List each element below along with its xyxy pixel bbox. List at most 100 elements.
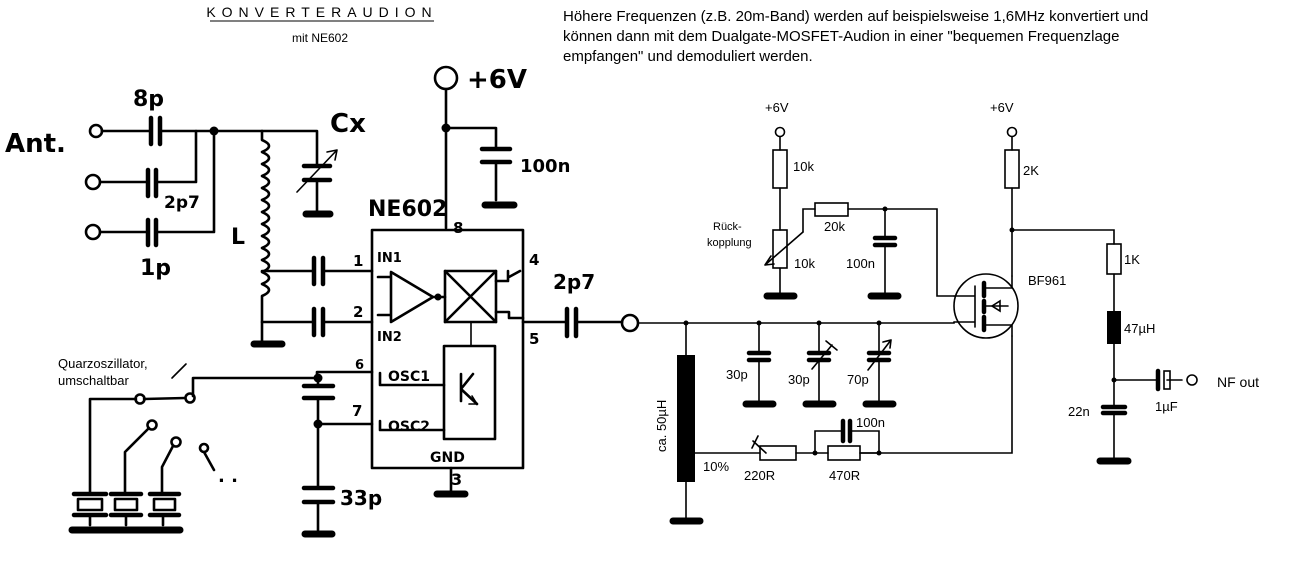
capacitor-33p [301, 485, 336, 505]
resistor-470r [827, 445, 861, 461]
inductor-47uh [1107, 311, 1121, 344]
wire-xtal-4 [202, 450, 216, 472]
wire-ant3 [98, 129, 216, 234]
trimmer-220r-arrow [751, 435, 767, 454]
supply-terminal-b [1006, 126, 1018, 138]
pin1-label: 1 [353, 252, 363, 270]
wire-c100n-top [444, 126, 498, 202]
wire-20k [802, 208, 955, 297]
mosfet-arrow [990, 299, 1001, 313]
r1k-label: 1K [1124, 252, 1140, 267]
mosfet-label: BF961 [1028, 273, 1066, 288]
resistor-10k-top [772, 149, 788, 189]
capacitor-22n [1100, 404, 1128, 416]
ic-amplifier [376, 270, 447, 324]
c100n-top-label: 100n [520, 156, 570, 177]
variable-70p-arrow [867, 339, 892, 371]
wire-cx [260, 129, 319, 214]
pin5-label: 5 [529, 330, 539, 348]
r220-label: 220R [744, 468, 775, 483]
pin4-label: 4 [529, 251, 539, 269]
l47-label: 47µH [1124, 321, 1155, 336]
capacitor-2p7-out [564, 306, 579, 339]
capacitor-70p [866, 350, 892, 363]
r2k-label: 2K [1023, 163, 1039, 178]
rueck-label-2: kopplung [707, 237, 752, 249]
title: KONVERTERAUDION [206, 4, 437, 20]
amplifier-output-dot [434, 293, 442, 301]
ic-ne602 [370, 228, 525, 470]
capacitor-1p [145, 217, 159, 248]
cx-arrow [296, 149, 338, 193]
c30p-b-label: 30p [788, 372, 810, 387]
potentiometer-10k [772, 229, 788, 269]
supply-terminal-big [433, 65, 459, 91]
coil-l-label: L [231, 225, 245, 250]
osc2-label: OSC2 [388, 419, 430, 435]
ant-label: Ant. [5, 129, 66, 159]
supply-terminal-a [774, 126, 786, 138]
capacitor-1uf-b [1163, 370, 1171, 390]
rueck-label-1: Rück- [713, 221, 742, 233]
wire-xtal-3 [160, 444, 175, 494]
c2p7-out-label: 2p7 [553, 270, 595, 294]
c33p-label: 33p [340, 486, 382, 510]
pin8-label: 8 [453, 219, 463, 237]
coil-l [260, 129, 271, 345]
quarz-pointer [171, 363, 187, 379]
r20k-label: 20k [824, 219, 845, 234]
switch-ellipsis: . . [218, 466, 238, 487]
wire-output-chain [1011, 229, 1115, 461]
quarz-label-1: Quarzoszillator, [58, 356, 148, 371]
c8p-label: 8p [133, 87, 164, 112]
capacitor-8p [148, 115, 163, 147]
r470-label: 470R [829, 468, 860, 483]
trimmer-220r [759, 445, 797, 461]
c30p-a-label: 30p [726, 367, 748, 382]
mosfet-gates [953, 285, 976, 328]
l50-label: ca. 50µH [654, 400, 669, 452]
capacitor-osc-fb [301, 383, 336, 401]
pot10k-label: 10k [794, 256, 815, 271]
ic-name: NE602 [368, 197, 447, 222]
c100n-low-label: 100n [856, 415, 885, 430]
c70p-label: 70p [847, 372, 869, 387]
wire-xtal-1 [88, 397, 138, 494]
in1-label: IN1 [377, 251, 402, 266]
ant-terminal-1 [88, 123, 104, 139]
switch-pos-3 [170, 436, 182, 448]
terminal-out [620, 313, 640, 333]
mixer-cross [443, 269, 498, 324]
wire-osc1 [191, 370, 374, 398]
osc-transistor-arrow [468, 395, 478, 405]
switch-lever [142, 396, 187, 401]
crystal-2 [108, 491, 144, 527]
plus6v-a-label: +6V [765, 100, 789, 115]
wire-osc2 [316, 422, 374, 532]
ant-terminal-3 [84, 223, 102, 241]
resistor-20k [814, 202, 849, 217]
cx-label: Cx [330, 109, 366, 139]
description-line-2: können dann mit dem Dualgate-MOSFET-Audi… [563, 28, 1119, 45]
in2-label: IN2 [377, 330, 402, 345]
crystal-3 [147, 491, 182, 527]
gnd-label: GND [430, 450, 465, 466]
mosfet-terminals [983, 275, 1013, 337]
resistor-1k [1106, 243, 1122, 275]
ant-terminal-2 [84, 173, 102, 191]
description-line-1: Höhere Frequenzen (z.B. 20m-Band) werden… [563, 8, 1148, 25]
c100n-mid-label: 100n [846, 256, 875, 271]
inductor-50uh [677, 355, 695, 482]
mosfet-bf961 [953, 273, 1019, 339]
subtitle: mit NE602 [292, 31, 348, 45]
mixer-outputs [494, 269, 525, 320]
capacitor-100n-low [840, 418, 853, 444]
pin3-label: 3 [451, 470, 462, 489]
nf-out-label: NF out [1217, 374, 1259, 390]
capacitor-in2 [311, 306, 326, 338]
capacitor-30p-a [746, 350, 772, 363]
capacitor-30p-b [806, 350, 832, 363]
osc-pins-internal [378, 371, 446, 432]
osc1-label: OSC1 [388, 369, 430, 385]
